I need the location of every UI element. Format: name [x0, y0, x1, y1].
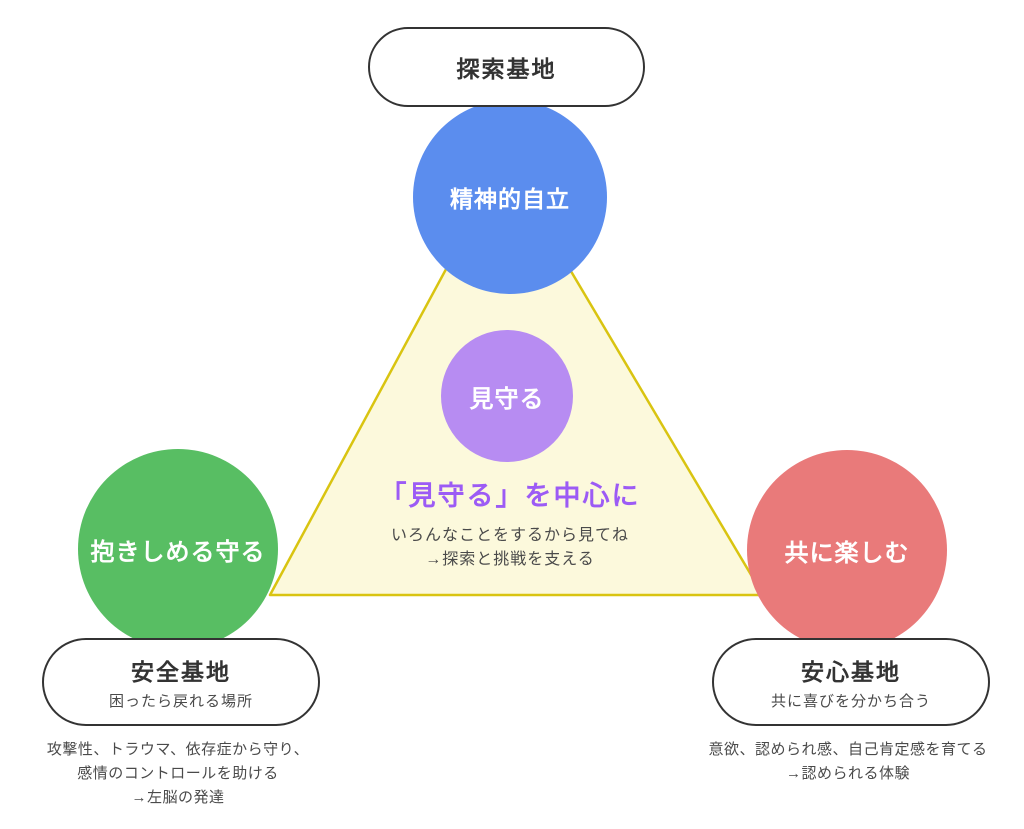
- enjoy-together-circle: 共に楽しむ: [747, 450, 947, 650]
- safety-base-subtitle: 困ったら戻れる場所: [108, 693, 253, 710]
- hug-protect-label: 抱きしめる守る: [90, 538, 266, 566]
- center-caption-line2: →探索と挑戦を支える: [425, 551, 595, 568]
- safety-base-desc-line1: 攻撃性、トラウマ、依存症から守り、: [46, 741, 310, 758]
- secure-base-desc-line1: 意欲、認められ感、自己肯定感を育てる: [708, 741, 988, 758]
- center-caption: 「見守る」を中心に いろんなことをするから見てね →探索と挑戦を支える: [310, 474, 710, 572]
- center-caption-line1: いろんなことをするから見てね: [390, 527, 629, 544]
- secure-base-subtitle: 共に喜びを分かち合う: [770, 693, 931, 710]
- safety-base-desc-line2: 感情のコントロールを助ける: [77, 765, 279, 782]
- center-caption-body: いろんなことをするから見てね →探索と挑戦を支える: [310, 524, 710, 572]
- secure-base-title: 安心基地: [801, 659, 901, 685]
- mental-independence-label: 精神的自立: [450, 186, 570, 212]
- secure-base-desc-line2: →認められる体験: [785, 765, 910, 782]
- exploration-base-label: 探索基地: [456, 56, 557, 82]
- secure-base-pill: 安心基地 共に喜びを分かち合う: [712, 638, 990, 726]
- secure-base-description: 意欲、認められ感、自己肯定感を育てる →認められる体験: [692, 738, 1004, 786]
- safety-base-desc-line3: →左脳の発達: [131, 789, 225, 806]
- hug-protect-circle: 抱きしめる守る: [78, 449, 278, 649]
- mental-independence-circle: 精神的自立: [413, 100, 607, 294]
- enjoy-together-label: 共に楽しむ: [784, 539, 910, 567]
- exploration-base-pill: 探索基地: [368, 27, 645, 107]
- safety-base-title: 安全基地: [131, 659, 231, 685]
- watch-over-label: 見守る: [469, 385, 545, 413]
- safety-base-description: 攻撃性、トラウマ、依存症から守り、 感情のコントロールを助ける →左脳の発達: [22, 738, 334, 810]
- watch-over-circle: 見守る: [441, 330, 573, 462]
- safety-base-pill: 安全基地 困ったら戻れる場所: [42, 638, 320, 726]
- center-caption-heading: 「見守る」を中心に: [379, 481, 641, 511]
